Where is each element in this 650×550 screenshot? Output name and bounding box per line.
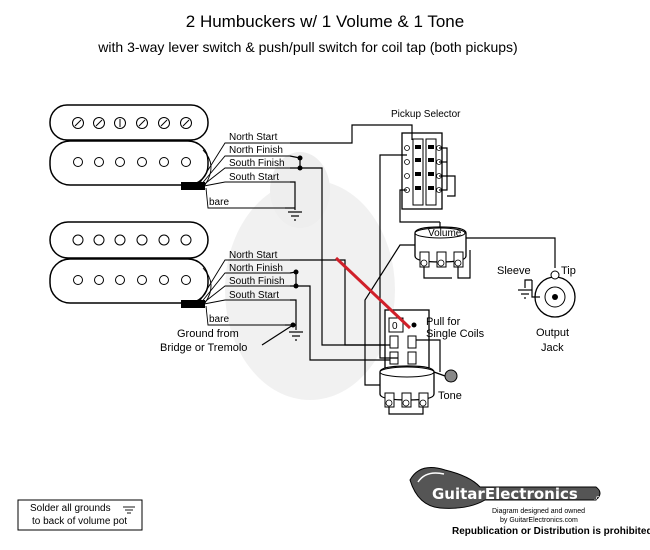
brand-line2: by GuitarElectronics.com [500,517,578,524]
pickup1-wire-label: North Start [229,132,278,143]
tone-capacitor [433,369,458,383]
tone-pot [379,365,435,408]
volume-label: Volume [428,228,462,239]
ground-symbol [289,331,303,341]
pickup1-wires: North Start North Finish South Finish So… [197,124,413,221]
pickup1-polepieces [72,117,192,167]
coil-tap-wire [334,256,412,330]
tone-wiring [296,167,441,415]
pickup2-polepieces [72,234,192,285]
ground-note-box [17,499,143,531]
output-label-line2: Jack [541,342,564,354]
svg-text:GuitarElectronics: GuitarElectronics [432,485,578,503]
svg-text:.com: .com [594,495,609,502]
output-jack [518,270,576,318]
neck-humbucker [49,104,212,190]
note-line2: to back of volume pot [32,516,127,527]
sleeve-label: Sleeve [497,265,531,277]
pickup2-wire-label: North Finish [229,263,283,274]
pickup2-wire-label: North Start [229,250,278,261]
switch-position-indicator: 0 [392,321,398,332]
note-line1: Solder all grounds [30,503,111,514]
bridge-ground-wire [261,324,294,346]
ground-label-line2: Bridge or Tremolo [160,342,247,354]
pickup-selector-label: Pickup Selector [391,109,461,120]
pickup1-wire-label: North Finish [229,145,283,156]
bridge-humbucker [49,221,212,308]
ground-symbol [288,211,302,221]
page-title: 2 Humbuckers w/ 1 Volume & 1 Tone [186,12,464,31]
pickup2-wire-label: South Start [229,290,279,301]
pickup2-wires: North Start North Finish South Finish So… [197,250,335,341]
pickup2-wire-label: bare [209,314,229,325]
pickup1-wire-label: South Start [229,172,279,183]
brand-logo: GuitarElectronics .com [409,467,609,509]
brand-line1: Diagram designed and owned [492,508,585,515]
page-subtitle: with 3-way lever switch & push/pull swit… [97,39,517,55]
pushpull-label-line1: Pull for [426,316,461,328]
output-label-line1: Output [536,327,569,339]
pickup2-wire-label: South Finish [229,276,285,287]
pickup1-wire-label: bare [209,197,229,208]
pickup-selector-switch [401,132,443,210]
pickup1-wire-label: South Finish [229,158,285,169]
brand-line3: Republication or Distribution is prohibi… [452,526,650,537]
volume-pot [414,226,467,268]
pushpull-label-line2: Single Coils [426,328,485,340]
tone-label: Tone [438,390,462,402]
ground-label-line1: Ground from [177,328,239,340]
tip-label: Tip [561,265,576,277]
volume-wiring [364,222,556,386]
